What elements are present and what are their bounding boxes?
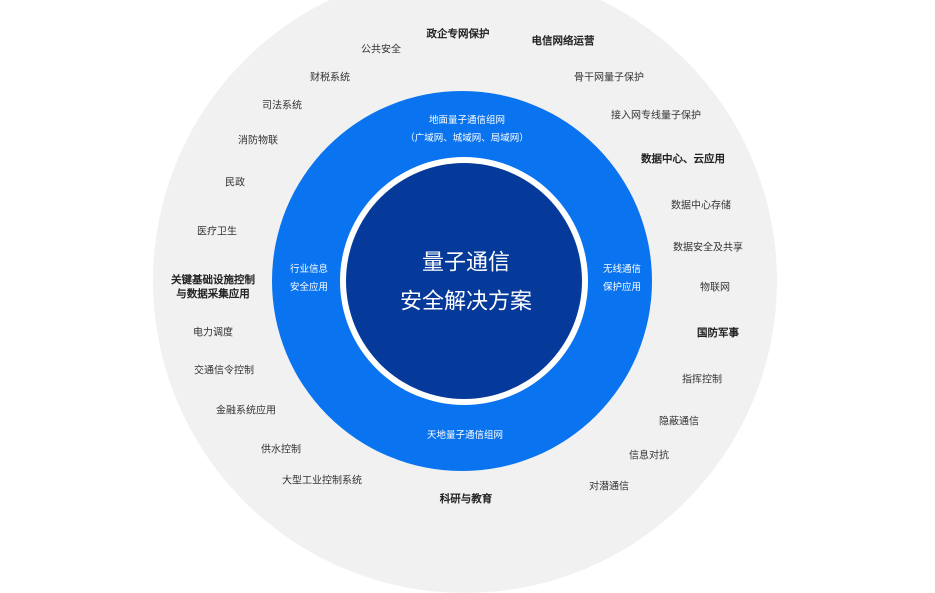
item-label: 民政	[225, 177, 245, 189]
item-label: 消防物联	[238, 135, 278, 147]
category-infra-label: 关键基础设施控制 与数据采集应用	[171, 273, 255, 301]
center-title-line1: 量子通信	[421, 250, 511, 276]
category-defense-label: 国防军事	[697, 326, 739, 339]
item-label: 司法系统	[262, 100, 302, 112]
ring-top-line1: 地面量子通信组网	[428, 114, 506, 126]
ring-left-label: 行业信息 安全应用	[290, 261, 328, 297]
item-label: 接入网专线量子保护	[611, 110, 701, 122]
item-label: 骨干网量子保护	[574, 72, 644, 84]
item-label: 电力调度	[193, 327, 233, 339]
item-label: 隐蔽通信	[659, 416, 699, 428]
category-gov-label: 政企专网保护	[426, 27, 490, 40]
category-datacenter-label: 数据中心、云应用	[641, 152, 725, 165]
ring-right-label: 无线通信 保护应用	[603, 261, 641, 297]
item-label: 数据中心存储	[671, 200, 731, 212]
category-telecom-label: 电信网络运营	[531, 34, 595, 47]
item-label: 公共安全	[361, 44, 401, 56]
ring-right-line1: 无线通信	[602, 263, 642, 275]
item-label: 对潜通信	[589, 481, 629, 493]
ring-bottom-label: 天地量子通信组网	[426, 429, 504, 441]
item-label: 数据安全及共享	[673, 242, 743, 254]
ring-left-line2: 安全应用	[289, 282, 329, 293]
item-label: 财税系统	[310, 72, 350, 84]
item-label: 供水控制	[261, 444, 301, 456]
category-infra-line1: 关键基础设施控制	[171, 273, 255, 286]
ring-right-line2: 保护应用	[602, 282, 642, 293]
item-label: 金融系统应用	[216, 405, 276, 417]
item-label: 交通信令控制	[194, 365, 254, 377]
center-title: 量子通信 安全解决方案	[400, 245, 532, 322]
item-label: 信息对抗	[629, 450, 669, 462]
ring-left-line1: 行业信息	[289, 263, 329, 275]
category-research-label: 科研与教育	[439, 492, 493, 505]
center-title-line2: 安全解决方案	[399, 289, 533, 314]
item-label: 指挥控制	[682, 374, 722, 386]
core-circle	[346, 163, 582, 399]
category-infra-line2: 与数据采集应用	[176, 288, 250, 300]
ring-top-label: 地面量子通信组网 （广域网、城域网、局域网）	[405, 112, 529, 148]
item-label: 大型工业控制系统	[282, 475, 362, 487]
ring-top-line2: （广域网、城域网、局域网）	[405, 133, 529, 144]
item-label: 物联网	[700, 282, 730, 294]
item-label: 医疗卫生	[197, 226, 237, 238]
